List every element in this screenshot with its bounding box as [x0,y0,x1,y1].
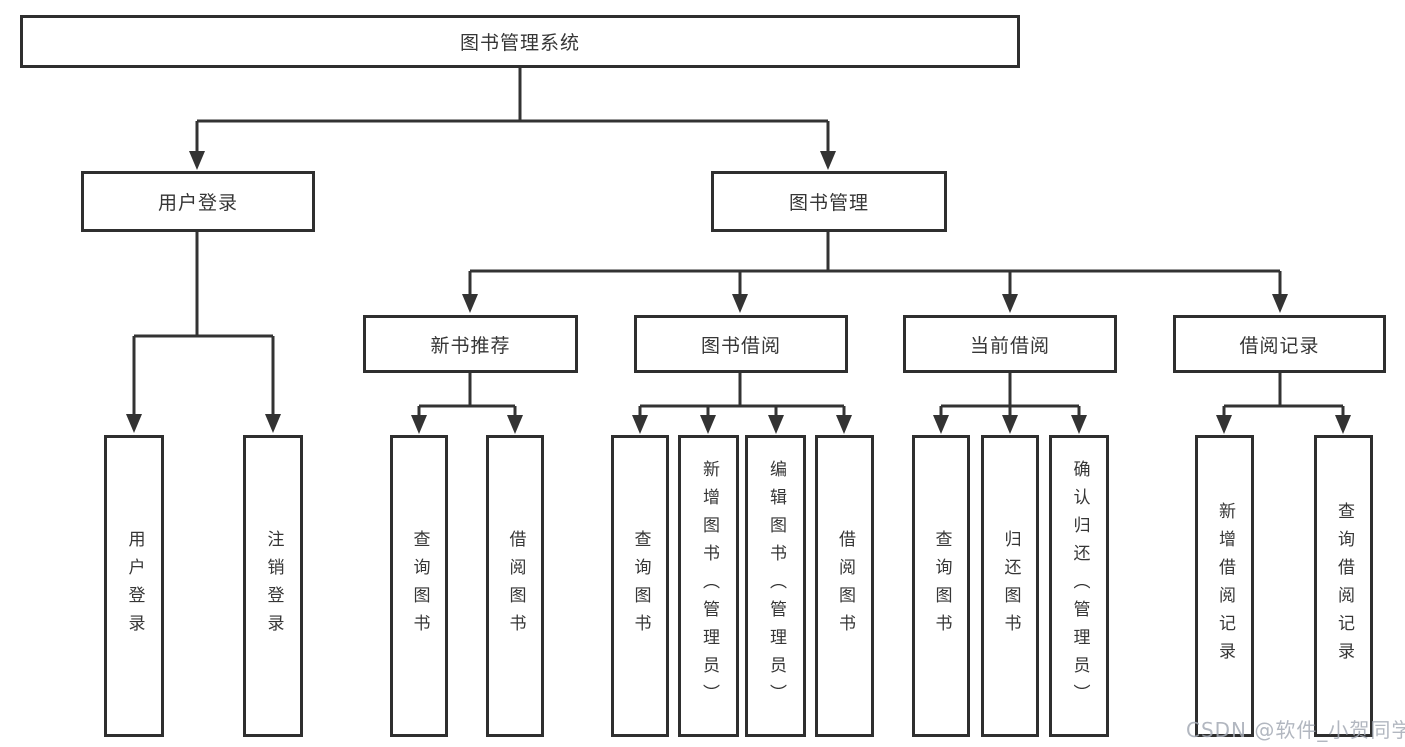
node-borrow-records: 借阅记录 [1173,315,1386,373]
connector-book-borrow-split [632,373,852,434]
connector-user-login-split [126,232,281,433]
leaf-br-query-record: 查询借阅记录 [1314,435,1373,737]
leaf-logout: 注销登录 [243,435,303,737]
leaf-user-login: 用户登录 [104,435,164,737]
leaf-bb-edit-books-admin: 编辑图书（管理员） [745,435,806,737]
node-book-management: 图书管理 [711,171,947,232]
watermark: CSDN @软件_小贺同学 [1186,718,1405,742]
node-book-borrow: 图书借阅 [634,315,848,373]
leaf-br-add-record: 新增借阅记录 [1195,435,1254,737]
leaf-cb-confirm-return-admin: 确认归还（管理员） [1049,435,1109,737]
leaf-nb-borrow-books: 借阅图书 [486,435,544,737]
leaf-nb-query-books: 查询图书 [390,435,448,737]
connector-current-borrow-split [933,373,1087,434]
node-root: 图书管理系统 [20,15,1020,68]
leaf-bb-borrow-books: 借阅图书 [815,435,874,737]
node-current-borrow: 当前借阅 [903,315,1117,373]
leaf-bb-query-books: 查询图书 [611,435,669,737]
connector-borrow-records-split [1216,373,1351,434]
connector-root-split [189,68,836,170]
node-new-book-recommend: 新书推荐 [363,315,578,373]
leaf-cb-return-books: 归还图书 [981,435,1039,737]
leaf-bb-add-books-admin: 新增图书（管理员） [678,435,739,737]
leaf-cb-query-books: 查询图书 [912,435,970,737]
node-user-login: 用户登录 [81,171,315,232]
connector-new-book-recommend-split [411,373,523,434]
connector-book-management-split [462,232,1288,313]
